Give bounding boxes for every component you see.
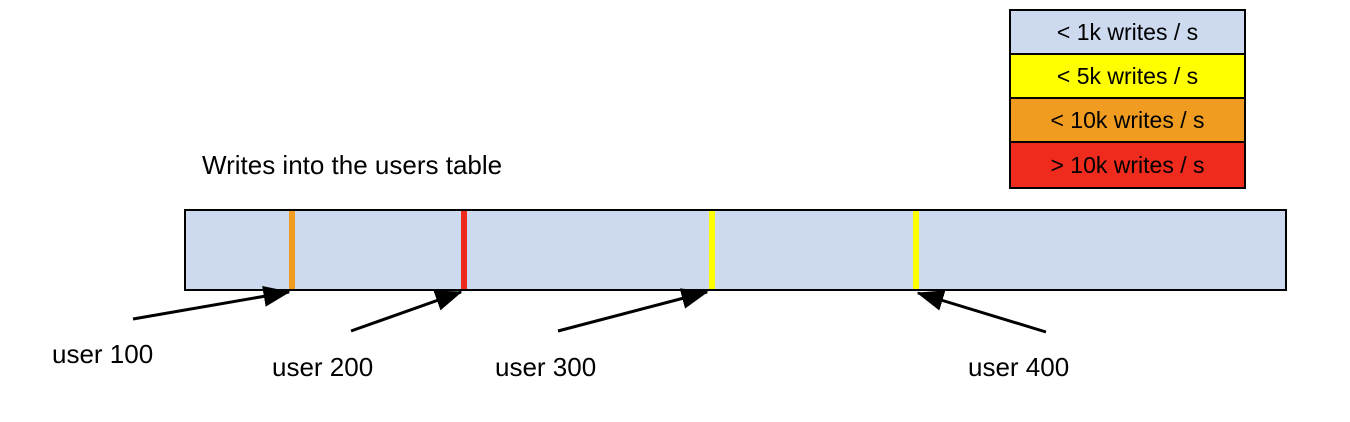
stripe-user-300 [709, 211, 715, 289]
write-rate-legend: < 1k writes / s < 5k writes / s < 10k wr… [1009, 9, 1246, 189]
legend-label-under-10k: < 10k writes / s [1050, 106, 1205, 133]
legend-row-under-5k: < 5k writes / s [1011, 55, 1244, 99]
stripe-user-400 [913, 211, 919, 289]
arrow-user-300 [557, 288, 709, 333]
legend-row-under-1k: < 1k writes / s [1011, 11, 1244, 55]
callout-label-user-400: user 400 [968, 352, 1070, 382]
legend-row-under-10k: < 10k writes / s [1011, 99, 1244, 143]
arrow-user-200 [350, 290, 463, 333]
callout-label-user-100: user 100 [52, 339, 154, 369]
stripe-user-100 [289, 211, 295, 289]
legend-label-over-10k: > 10k writes / s [1050, 151, 1205, 178]
users-table-bar [184, 209, 1287, 291]
callout-label-user-200: user 200 [272, 352, 374, 382]
stripe-user-200 [461, 211, 467, 289]
arrow-user-100 [132, 286, 291, 321]
legend-label-under-1k: < 1k writes / s [1056, 18, 1199, 45]
arrow-user-400 [916, 290, 1047, 334]
legend-label-under-5k: < 5k writes / s [1056, 62, 1199, 89]
chart-title: Writes into the users table [202, 150, 503, 180]
legend-row-over-10k: > 10k writes / s [1011, 143, 1244, 187]
callout-label-user-300: user 300 [495, 352, 597, 382]
